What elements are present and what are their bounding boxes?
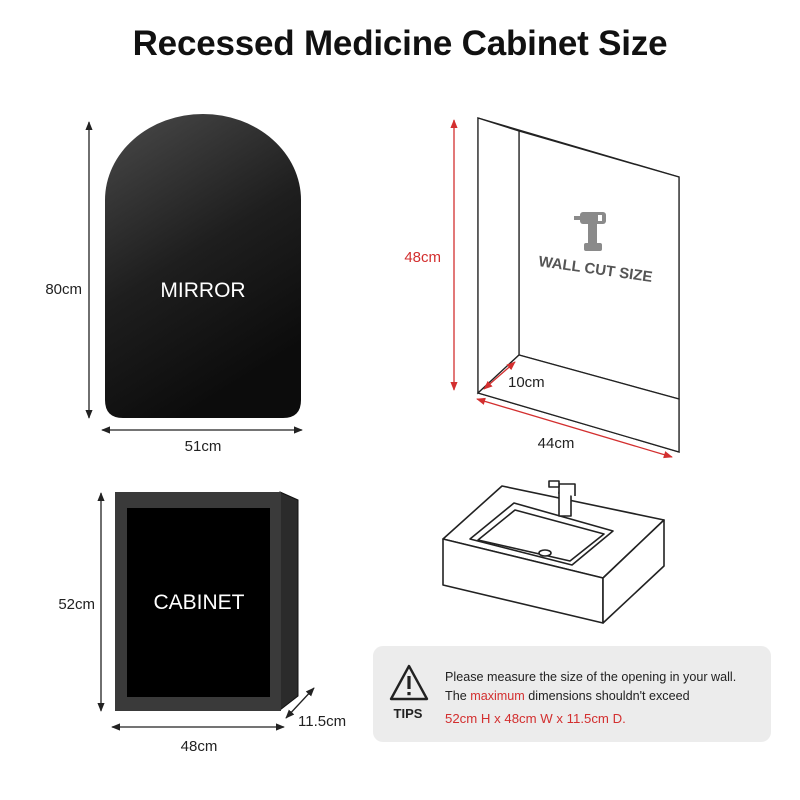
cabinet-depth-label: 11.5cm — [298, 713, 346, 730]
mirror-height-label: 80cm — [45, 281, 82, 298]
cabinet-width-label: 48cm — [181, 738, 218, 755]
tips-line-3: 52cm H x 48cm W x 11.5cm D. — [445, 711, 626, 726]
cabinet-depth-line — [285, 687, 315, 719]
tips-line-2-start: The — [445, 689, 471, 703]
wall-depth-label: 10cm — [508, 374, 545, 391]
tips-panel — [373, 646, 771, 742]
wall-depth-line — [483, 361, 516, 390]
tips-line-1: Please measure the size of the opening i… — [445, 670, 737, 684]
cabinet-label: CABINET — [153, 591, 244, 614]
wall-width-label: 44cm — [538, 435, 575, 452]
tips-line-2-highlight: maximum — [470, 689, 525, 703]
drill-icon — [574, 212, 606, 251]
wall-width-line — [476, 397, 673, 459]
page-title: Recessed Medicine Cabinet Size — [132, 24, 668, 63]
warning-icon — [389, 664, 429, 701]
tips-line-2-end: dimensions shouldn't exceed — [524, 689, 690, 703]
tips-label: TIPS — [393, 706, 423, 721]
mirror-label: MIRROR — [160, 279, 245, 302]
sink-icon — [442, 480, 665, 624]
mirror-shape — [105, 114, 301, 418]
cabinet-side — [279, 491, 299, 712]
mirror-width-label: 51cm — [185, 438, 222, 455]
cabinet-door — [127, 508, 270, 697]
cabinet-height-label: 52cm — [58, 596, 95, 613]
wall-cut-group: WALL CUT SIZE 48cm 10cm 44cm — [404, 117, 680, 459]
tips-text: Please measure the size of the opening i… — [445, 668, 736, 728]
wall-height-label: 48cm — [404, 249, 441, 266]
wall-recess-side — [477, 117, 520, 395]
cabinet-group: CABINET 52cm 48cm 11.5cm — [58, 491, 346, 755]
mirror-group: MIRROR 80cm 51cm — [45, 114, 303, 455]
